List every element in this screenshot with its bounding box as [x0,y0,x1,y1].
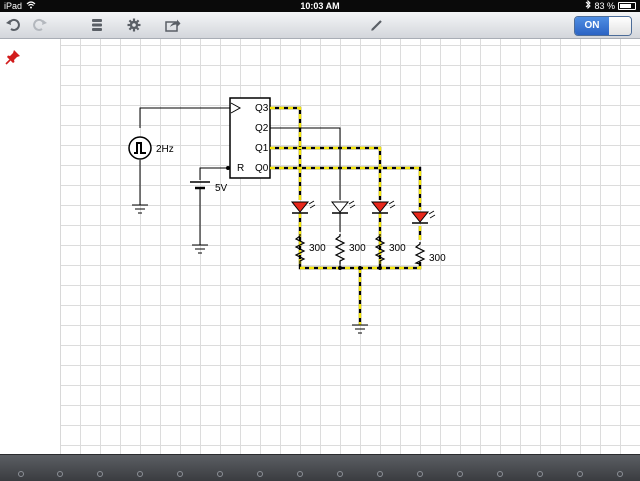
status-bar: iPad 10:03 AM 83 % [0,0,640,12]
ground-symbol [132,204,148,214]
battery-icon [618,2,636,10]
share-icon [165,19,181,32]
gear-icon [127,18,141,32]
resistor-3-value: 300 [389,243,406,254]
battery-percent: 83 % [594,1,615,11]
pin-q3-label: Q3 [255,103,269,114]
sidebar [0,39,61,454]
redo-icon [33,18,47,31]
resistor-2 [334,234,346,264]
supply-voltage-label: 5V [215,183,228,194]
status-time: 10:03 AM [300,1,340,11]
simulation-toggle[interactable]: ON [574,16,632,36]
draw-button[interactable] [367,15,387,35]
pin-q0-label: Q0 [255,163,269,174]
resistor-1-value: 300 [309,243,326,254]
counter-chip[interactable] [229,97,271,179]
led-q2[interactable] [330,200,356,214]
database-icon [92,19,102,31]
library-button[interactable] [87,15,107,35]
pin-icon [5,50,20,65]
component-bar[interactable] [0,454,640,481]
toggle-on-label: ON [575,17,609,35]
toolbar: ON [0,12,640,39]
redo-button[interactable] [30,15,50,35]
clock-frequency-label: 2Hz [156,144,174,155]
resistor-3 [374,234,386,264]
resistor-4 [414,242,426,265]
ground-symbol [192,244,208,254]
ground-symbol [352,324,368,334]
pencil-icon [371,20,382,31]
led-q3[interactable] [290,200,316,214]
pin-button[interactable] [5,49,21,70]
clock-source[interactable] [128,136,152,160]
circuit-diagram: 2Hz Q3 Q2 Q1 Q0 R 5V [128,97,446,334]
pin-q2-label: Q2 [255,123,269,134]
resistor-1 [294,234,306,264]
pin-q1-label: Q1 [255,143,269,154]
wifi-icon [26,0,36,12]
settings-button[interactable] [124,15,144,35]
undo-icon [6,18,20,31]
pin-reset-label: R [237,163,244,174]
bluetooth-icon [585,0,592,12]
resistor-2-value: 300 [349,243,366,254]
led-q1[interactable] [370,200,396,214]
share-button[interactable] [163,15,183,35]
device-name: iPad [4,1,23,11]
voltage-source[interactable] [190,181,210,190]
undo-button[interactable] [3,15,23,35]
led-q0[interactable] [410,210,436,224]
resistor-4-value: 300 [429,253,446,264]
